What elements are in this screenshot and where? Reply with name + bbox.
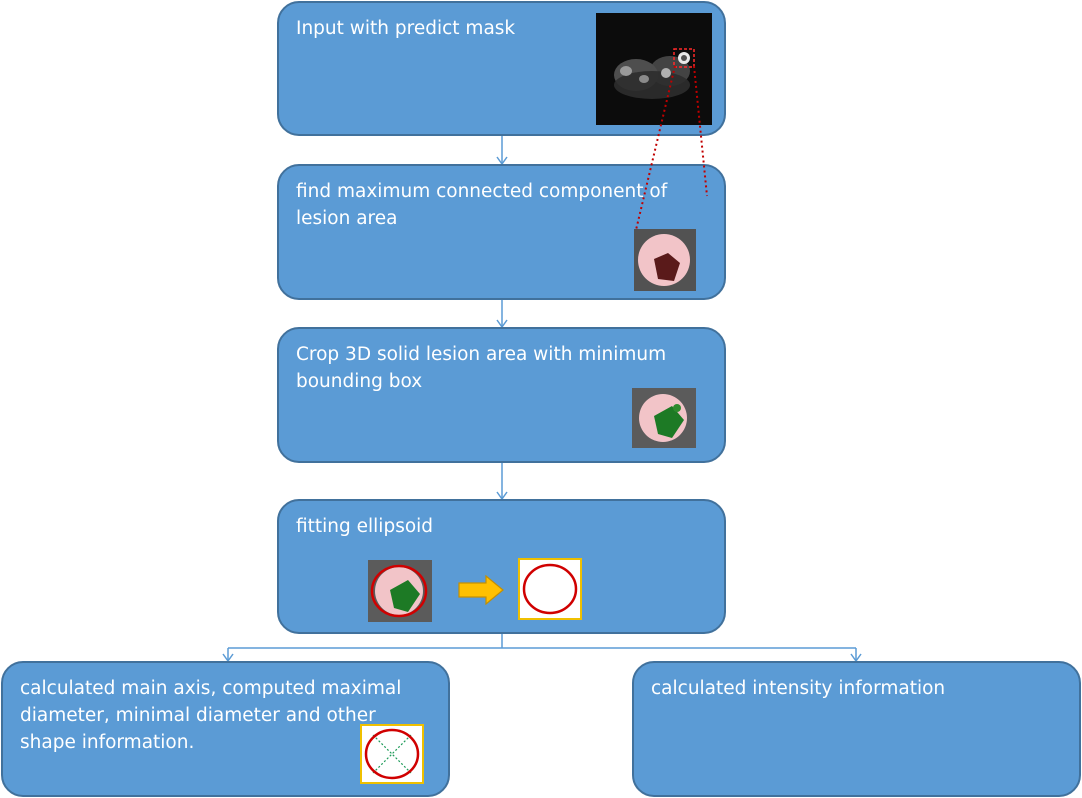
right-arrow-icon	[458, 575, 504, 605]
step-ellipsoid-box: fitting ellipsoid	[277, 499, 726, 634]
step-connected-component-label: find maximum connected component of lesi…	[296, 181, 668, 229]
lesion-ellipse-fit-image	[368, 560, 432, 622]
step-ellipsoid-label: fitting ellipsoid	[296, 516, 434, 537]
step-crop-box: Crop 3D solid lesion area with minimum b…	[277, 327, 726, 463]
step-shape-box: calculated main axis, computed maximal d…	[1, 661, 450, 797]
step-shape-label: calculated main axis, computed maximal d…	[20, 678, 402, 753]
step-intensity-box: calculated intensity information	[632, 661, 1081, 797]
mri-scan-image	[596, 13, 712, 125]
step-crop-label: Crop 3D solid lesion area with minimum b…	[296, 344, 667, 392]
cropped-lesion-image	[632, 388, 696, 448]
ellipse-axes-image	[360, 724, 424, 784]
step-intensity-label: calculated intensity information	[651, 678, 946, 699]
step-input-box: Input with predict mask	[277, 1, 726, 136]
step-input-label: Input with predict mask	[296, 18, 516, 39]
fitted-ellipse-image	[518, 558, 582, 620]
step-connected-component-box: find maximum connected component of lesi…	[277, 164, 726, 300]
lesion-component-image	[634, 229, 696, 291]
